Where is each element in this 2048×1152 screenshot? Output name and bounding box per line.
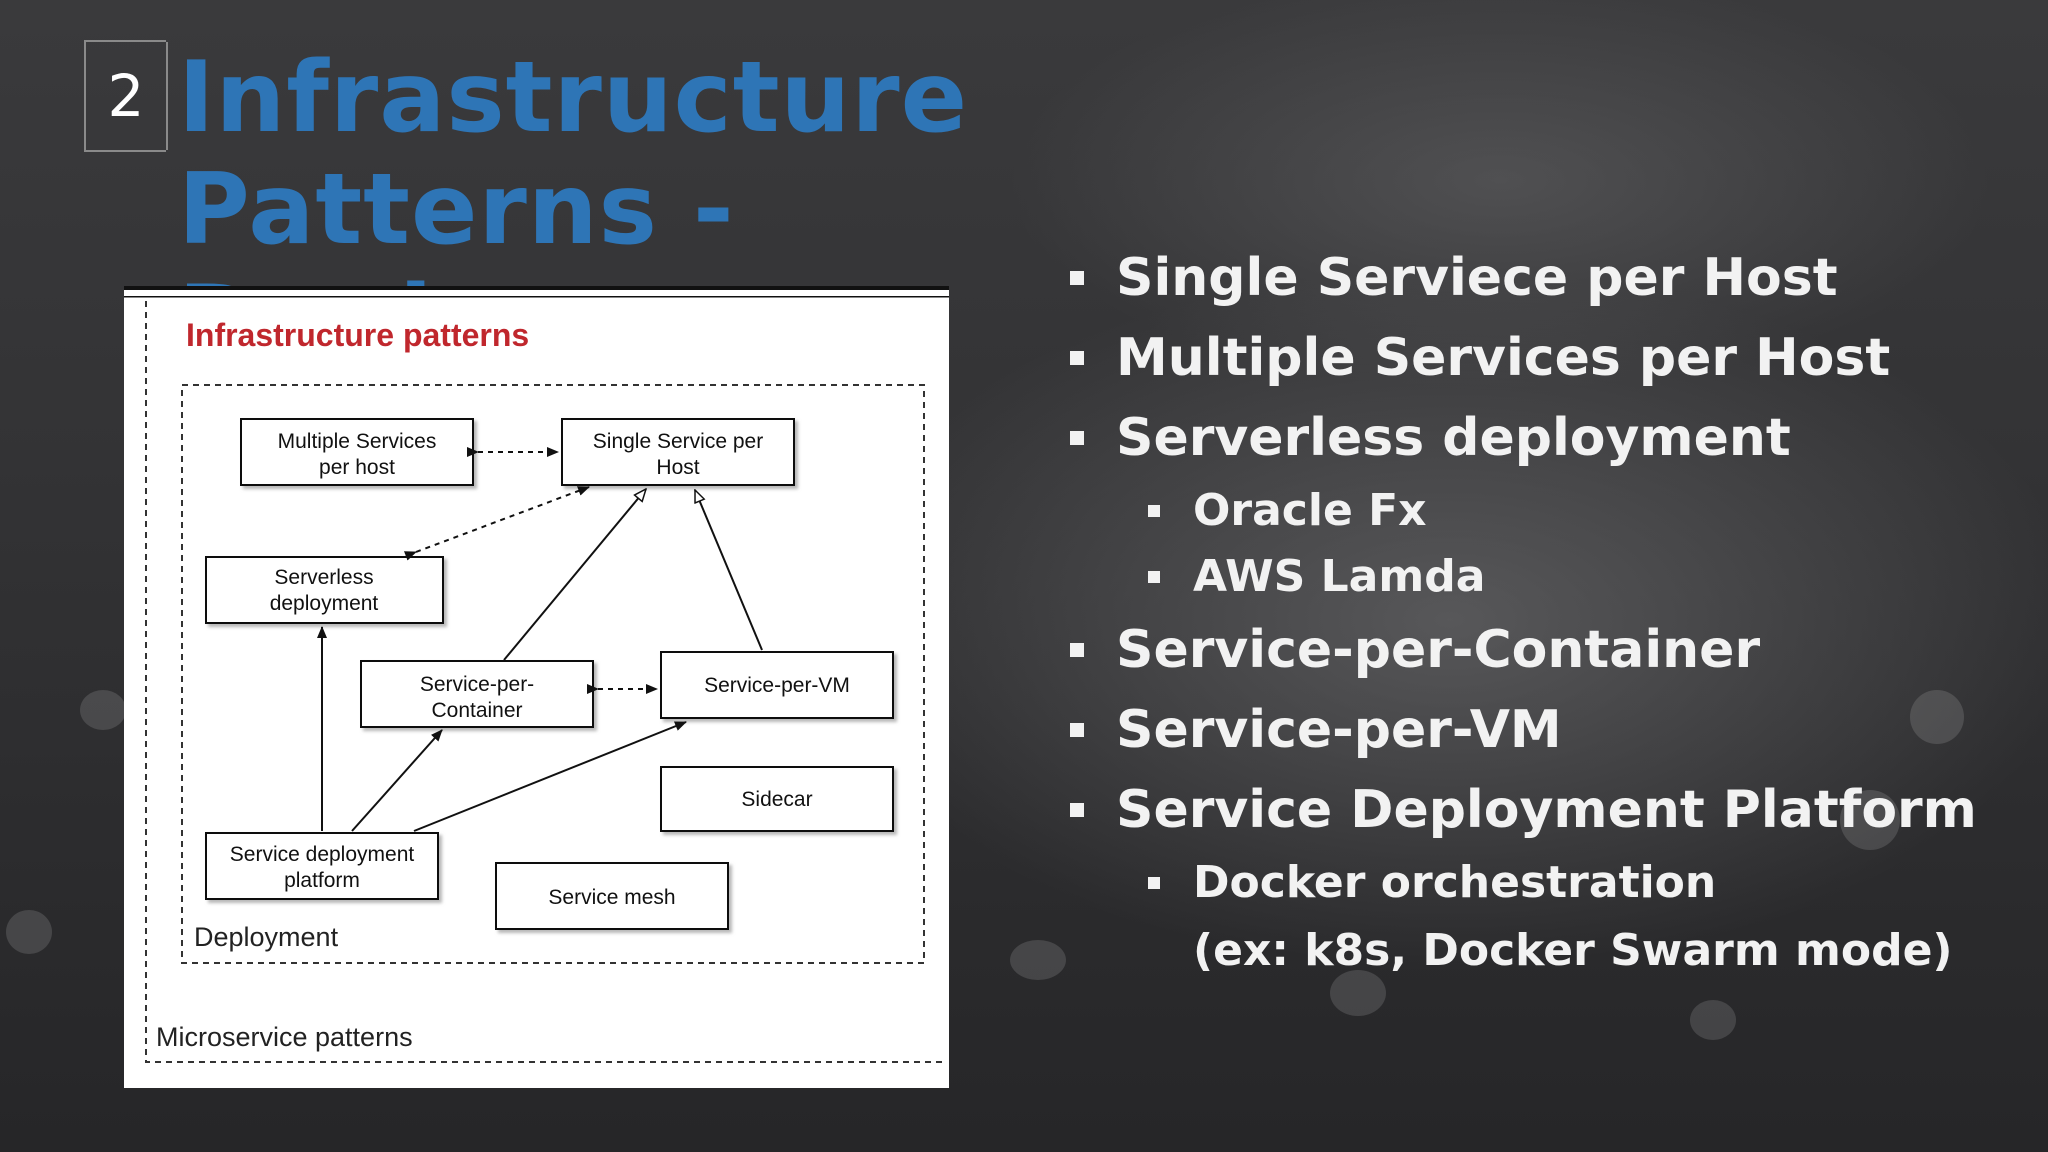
node-service-per-vm: Service-per-VM <box>660 651 894 719</box>
edge-platform-vm <box>413 721 687 832</box>
edge-vm-single <box>694 490 763 651</box>
svg-text:Multiple Services: Multiple Services <box>278 430 437 453</box>
slide-title: Infrastructure Patterns - Deployment <box>178 42 1328 378</box>
bokeh-light <box>1010 940 1066 980</box>
bokeh-light <box>1690 1000 1736 1040</box>
slide-number: 2 <box>84 40 168 152</box>
node-service-deployment-platform: Service deployment platform <box>205 832 439 900</box>
edge-platform-container <box>351 729 443 832</box>
svg-text:platform: platform <box>284 869 360 892</box>
diagram-heading: Infrastructure patterns <box>186 317 529 353</box>
sub-bullet-item: Oracle Fx <box>1066 478 2026 544</box>
figure-top-rule-thin <box>124 296 949 298</box>
svg-text:Single Service per: Single Service per <box>593 430 763 453</box>
svg-text:Service deployment: Service deployment <box>230 843 415 866</box>
bokeh-light <box>1330 970 1386 1016</box>
node-sidecar: Sidecar <box>660 766 894 832</box>
node-single-service: Single Service per Host <box>561 418 795 486</box>
bokeh-light <box>1840 790 1900 850</box>
svg-text:Service-per-: Service-per- <box>420 673 534 696</box>
microservice-patterns-boundary <box>145 301 946 1063</box>
edge-serverless-single <box>403 486 590 561</box>
svg-text:Sidecar: Sidecar <box>741 788 812 811</box>
node-multiple-services: Multiple Services per host <box>240 418 474 486</box>
bokeh-light <box>1910 690 1964 744</box>
svg-text:Container: Container <box>431 699 522 722</box>
bullet-item: Multiple Services per Host <box>1066 318 2026 398</box>
bullet-item: Single Serviece per Host <box>1066 238 2026 318</box>
figure-top-rule <box>124 286 949 290</box>
bokeh-light <box>80 690 126 730</box>
title-line-1: Infrastructure Patterns - <box>178 41 969 267</box>
diagram-canvas: Infrastructure patterns Multiple Service… <box>124 286 949 1063</box>
microservice-patterns-label: Microservice patterns <box>156 1022 413 1052</box>
edge-container-single <box>503 489 646 661</box>
bullet-item: Service-per-Container <box>1066 610 2026 690</box>
bullet-item: Service-per-VM <box>1066 690 2026 770</box>
svg-text:Service-per-VM: Service-per-VM <box>704 674 850 697</box>
bullet-item: Serverless deployment <box>1066 398 2026 478</box>
infrastructure-patterns-diagram: Infrastructure patterns Multiple Service… <box>124 286 949 1088</box>
node-serverless: Serverless deployment <box>205 556 444 624</box>
node-service-mesh: Service mesh <box>495 862 729 930</box>
svg-text:Host: Host <box>656 456 699 479</box>
sub-bullet-item: AWS Lamda <box>1066 544 2026 610</box>
svg-text:Service mesh: Service mesh <box>548 886 675 909</box>
svg-text:Serverless: Serverless <box>274 566 373 589</box>
bullet-item: Service Deployment Platform <box>1066 770 2026 850</box>
svg-text:per host: per host <box>319 456 395 479</box>
node-service-per-container: Service-per- Container <box>360 660 594 728</box>
bokeh-light <box>6 910 52 954</box>
sub-bullet-continuation: (ex: k8s, Docker Swarm mode) <box>1193 925 1953 976</box>
svg-text:deployment: deployment <box>270 592 379 615</box>
deployment-label: Deployment <box>194 922 339 952</box>
sub-bullet-item: Docker orchestration <box>1066 850 2026 916</box>
bullet-list: Single Serviece per Host Multiple Servic… <box>1066 238 2026 986</box>
